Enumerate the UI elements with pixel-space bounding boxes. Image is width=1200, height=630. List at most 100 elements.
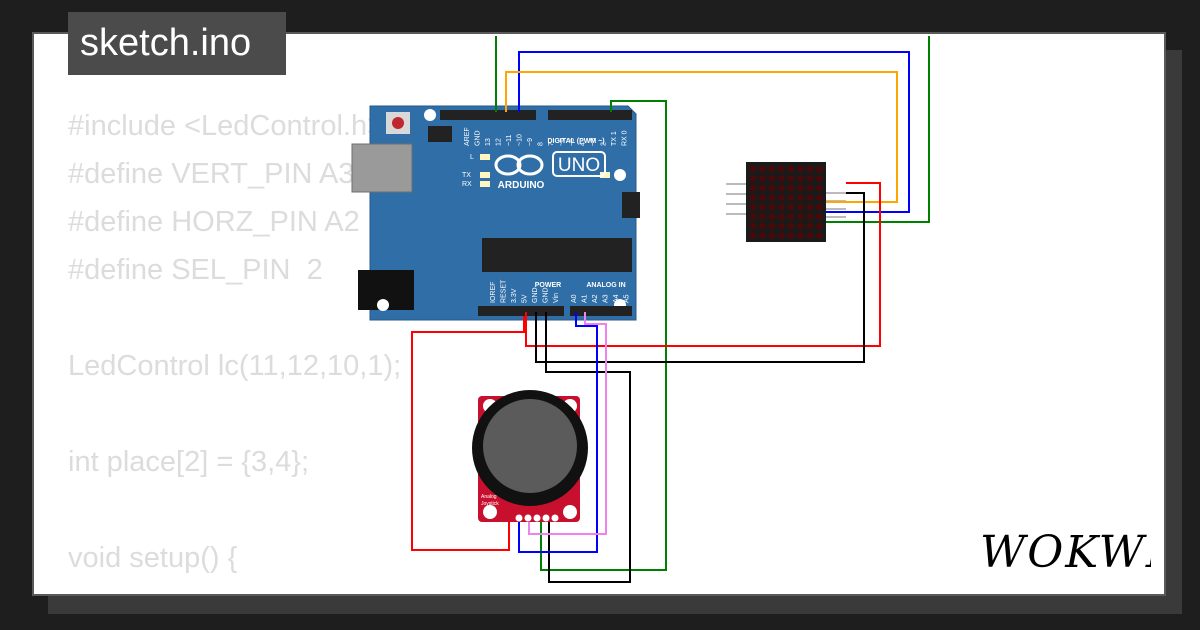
- pin-label: 4: [580, 142, 587, 146]
- analog-joystick[interactable]: Analog Joystick: [472, 390, 588, 522]
- matrix-led: [787, 222, 795, 230]
- matrix-led: [797, 213, 804, 220]
- pin-label: ~11: [506, 135, 513, 146]
- matrix-led: [778, 213, 785, 220]
- pin-label: IOREF: [490, 282, 497, 303]
- wire-blue-joystick: [518, 312, 598, 553]
- wire-red-matrix: [525, 182, 881, 347]
- pin-label: 5V: [522, 294, 529, 303]
- pin-label: 13: [485, 138, 492, 146]
- pin-label: TX 1: [611, 131, 618, 146]
- led-matrix[interactable]: [726, 162, 846, 242]
- code-line: int place[2] = {3,4};: [68, 446, 310, 478]
- pin-label: 3.3V: [511, 288, 518, 303]
- wire-black-matrix: [535, 192, 865, 363]
- pin-label: GND: [543, 287, 550, 303]
- usb-port: [351, 143, 413, 193]
- pin-label: A3: [603, 294, 610, 303]
- matrix-led: [749, 184, 757, 192]
- pin-label: ~10: [517, 134, 524, 146]
- matrix-led: [787, 194, 795, 201]
- matrix-led: [778, 165, 785, 173]
- matrix-led: [768, 203, 776, 211]
- pin-label: 2: [601, 142, 608, 146]
- matrix-led: [816, 213, 823, 220]
- matrix-led: [759, 165, 766, 173]
- matrix-led: [797, 184, 804, 192]
- matrix-led: [759, 194, 766, 201]
- pin-label: 7: [548, 142, 555, 146]
- power-label: POWER: [535, 282, 561, 289]
- pin-label: 12: [496, 138, 503, 146]
- tx-led: [480, 172, 490, 178]
- matrix-led: [816, 203, 823, 211]
- matrix-led: [768, 194, 776, 201]
- analog-label: ANALOG IN: [586, 282, 625, 289]
- matrix-led: [759, 213, 766, 220]
- matrix-led: [816, 184, 823, 192]
- matrix-led: [806, 203, 814, 211]
- pin-label: ~9: [527, 138, 534, 146]
- matrix-led: [806, 194, 814, 201]
- pin-label: A5: [624, 294, 631, 303]
- code-line: LedControl lc(11,12,10,1);: [68, 350, 402, 382]
- matrix-led: [759, 175, 766, 182]
- joystick-label-line1: Analog: [481, 494, 497, 500]
- matrix-led: [806, 175, 814, 182]
- matrix-led: [749, 165, 757, 173]
- wokwi-logo-text: WOKWI: [980, 527, 1151, 578]
- matrix-led: [759, 222, 766, 230]
- wires: [411, 36, 930, 583]
- microcontroller-chip: [482, 238, 632, 272]
- pin-label: ~6: [559, 138, 566, 146]
- joystick-knob[interactable]: [483, 399, 577, 493]
- board-brand-text: ARDUINO: [498, 180, 545, 191]
- power-header: [478, 306, 564, 316]
- matrix-led: [749, 222, 757, 230]
- matrix-led: [749, 232, 757, 239]
- pin-label: RX 0: [622, 130, 629, 146]
- matrix-led: [806, 213, 814, 220]
- matrix-led: [787, 165, 795, 173]
- matrix-led: [749, 194, 757, 201]
- matrix-led: [806, 184, 814, 192]
- matrix-led: [797, 232, 804, 239]
- code-line: void setup() {: [68, 542, 238, 574]
- matrix-led: [787, 203, 795, 211]
- matrix-led: [768, 232, 776, 239]
- matrix-led: [816, 165, 823, 173]
- matrix-led: [778, 175, 785, 182]
- matrix-led: [768, 213, 776, 220]
- pin-label: ~3: [590, 138, 597, 146]
- matrix-led: [749, 175, 757, 182]
- matrix-led: [787, 175, 795, 182]
- matrix-led: [768, 222, 776, 230]
- on-led-label: ON: [614, 172, 625, 179]
- matrix-led: [778, 232, 785, 239]
- wire-black-joystick: [545, 312, 631, 583]
- pin-label: GND: [532, 287, 539, 303]
- matrix-led: [749, 203, 757, 211]
- pin-label: ~5: [569, 138, 576, 146]
- matrix-led: [787, 213, 795, 220]
- pin-label: GND: [475, 130, 482, 146]
- matrix-led: [778, 194, 785, 201]
- icsp-header: [428, 126, 640, 218]
- arduino-uno-board[interactable]: UNO ARDUINO DIGITAL (PWM ~) POWER ANALOG…: [351, 105, 640, 321]
- matrix-led: [816, 175, 823, 182]
- arduino-logo-icon: [494, 154, 544, 176]
- joystick-label-line2: Joystick: [481, 501, 499, 507]
- matrix-led: [778, 203, 785, 211]
- pin-label: A0: [571, 294, 578, 303]
- matrix-led: [768, 184, 776, 192]
- file-name-tab[interactable]: sketch.ino: [68, 12, 286, 75]
- wire-orange-top: [505, 71, 898, 203]
- matrix-led: [759, 184, 766, 192]
- matrix-led: [816, 222, 823, 230]
- matrix-led: [778, 184, 785, 192]
- pin-label: A2: [592, 294, 599, 303]
